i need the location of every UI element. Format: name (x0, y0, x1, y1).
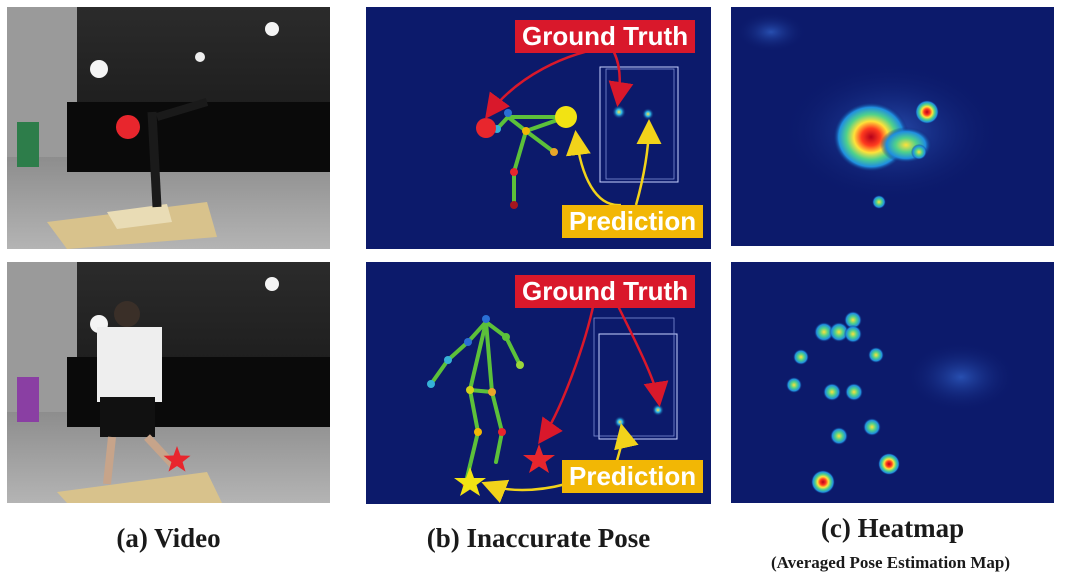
ground-truth-joint (476, 118, 496, 138)
pose-panel-bottom: Ground Truth Prediction (366, 262, 711, 504)
heatmap-panel-bottom (731, 262, 1054, 503)
ground-truth-label: Ground Truth (515, 275, 696, 308)
heatmap-panel-top (731, 7, 1054, 246)
prediction-label: Prediction (562, 205, 704, 238)
video-frame-top (7, 7, 330, 249)
ground-truth-label: Ground Truth (515, 20, 696, 53)
ground-truth-marker-dot (116, 115, 140, 139)
prediction-label: Prediction (562, 460, 704, 493)
ground-truth-star-marker (163, 446, 191, 472)
prediction-star (454, 467, 486, 496)
ground-truth-star (523, 444, 555, 473)
crop-box (599, 66, 679, 183)
prediction-joint (555, 106, 577, 128)
caption-heatmap: (c) Heatmap (820, 513, 965, 543)
pose-panel-top: Ground Truth Prediction (366, 7, 711, 249)
caption-heatmap-subtitle: (Averaged Pose Estimation Map) (770, 553, 1011, 572)
video-frame-bottom (7, 262, 330, 503)
caption-video: (a) Video (116, 523, 221, 553)
caption-pose: (b) Inaccurate Pose (426, 523, 651, 553)
